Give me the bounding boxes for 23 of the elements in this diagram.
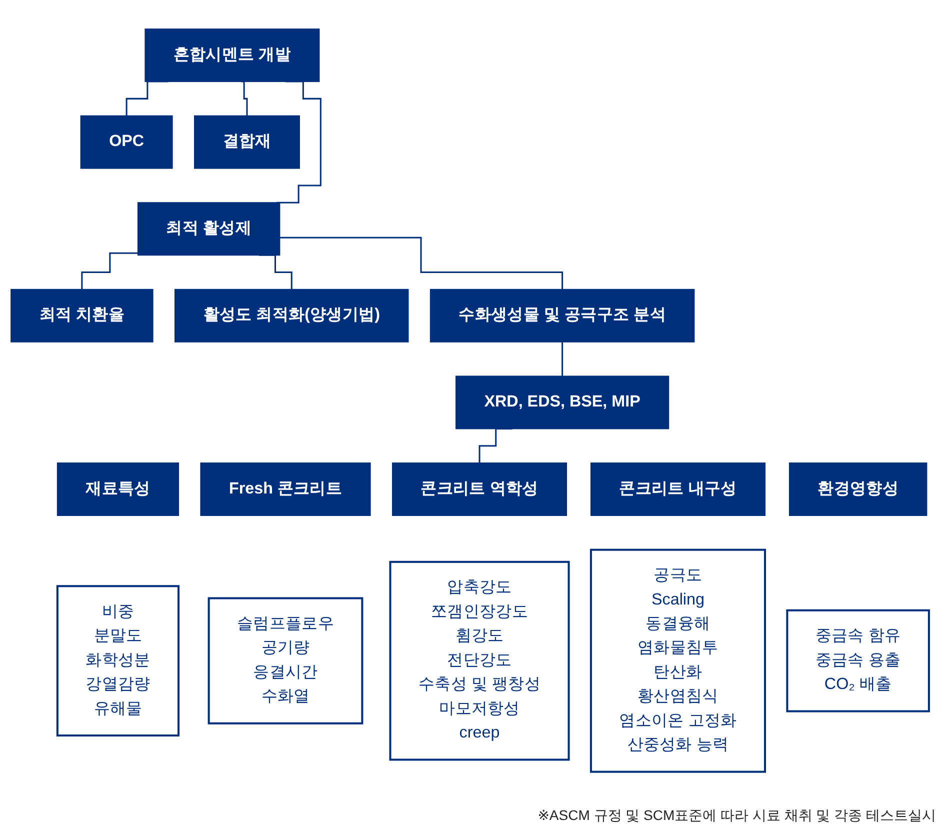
node-box: 결합재 (194, 114, 300, 168)
node-box: OPC (80, 114, 173, 168)
node-box: XRD, EDS, BSE, MIP (455, 375, 670, 429)
footnote-text: ※ASCM 규정 및 SCM표준에 따라 시료 채취 및 각종 테스트실시 (538, 807, 936, 825)
node-box: Fresh 콘크리트 (200, 462, 371, 516)
node-box: 콘크리트 역학성 (392, 462, 568, 516)
connector (280, 236, 564, 290)
node-box: 공극도 Scaling 동결융해 염화물침투 탄산화 황산염침식 염소이온 고정화 산중성화 능력 (590, 548, 766, 772)
node-box: 최적 활성제 (137, 202, 280, 256)
node-box: 압축강도 쪼갬인장강도 휨강도 전단강도 수축성 및 팽창성 마모저항성 creep (389, 560, 570, 760)
node-box: 활성도 최적화(양생기법) (174, 288, 409, 342)
node-box: 수화생성물 및 공극구조 분석 (430, 288, 695, 342)
connector (241, 80, 248, 116)
node-box: 중금속 함유 중금속 용출 CO₂ 배출 (786, 608, 930, 712)
node-box: 재료특성 (56, 462, 180, 516)
node-box: 슬럼프플로우 공기량 응결시간 수화열 (208, 596, 364, 724)
node-box: 혼합시멘트 개발 (144, 28, 320, 82)
node-box: 비중 분말도 화학성분 강열감량 유해물 (56, 584, 180, 736)
node-box: 콘크리트 내구성 (590, 462, 766, 516)
connector (81, 252, 138, 290)
node-box: 환경영향성 (788, 462, 928, 516)
connector (562, 340, 564, 377)
node-box: 최적 치환율 (10, 288, 154, 342)
